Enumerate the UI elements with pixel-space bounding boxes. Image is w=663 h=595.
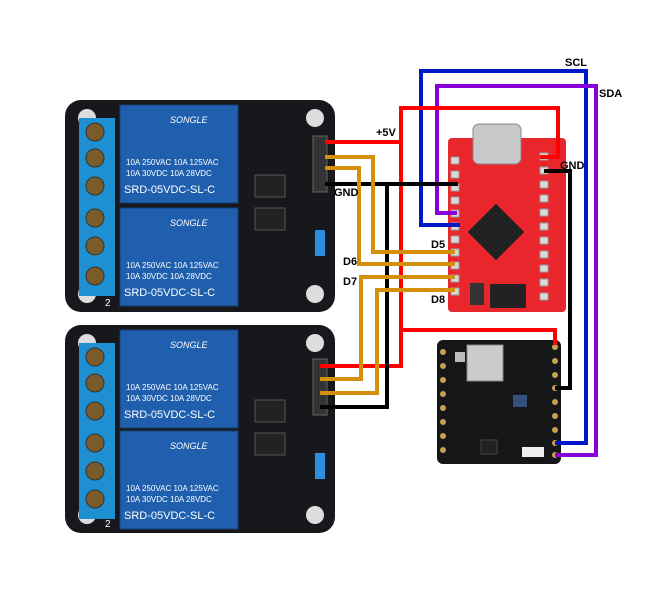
- wire-5v-bus: [399, 106, 560, 345]
- wire-gnd-sensor: [544, 169, 572, 390]
- screw-terminal-block: [79, 118, 115, 296]
- usb-c-connector: [472, 123, 522, 165]
- relay-rating: 10A 30VDC 10A 28VDC: [126, 495, 212, 504]
- screw-terminal-block: [79, 343, 115, 519]
- relay-rating: 10A 250VAC 10A 125VAC: [126, 484, 219, 493]
- wire-gnd-bottom-relay: [320, 184, 389, 409]
- wire-d5: [325, 155, 455, 254]
- relay-model: SRD-05VDC-SL-C: [124, 287, 215, 299]
- pro-micro-board: [448, 123, 566, 312]
- label-d5: D5: [431, 239, 445, 251]
- relay-brand: SONGLE: [170, 218, 209, 228]
- label-gnd-pro-micro: GND: [560, 160, 585, 172]
- relay-brand: SONGLE: [170, 340, 209, 350]
- board-number: 2: [105, 298, 111, 309]
- label-d7: D7: [343, 276, 357, 288]
- relay-rating: 10A 250VAC 10A 125VAC: [126, 383, 219, 392]
- relay-k2: SONGLE 10A 250VAC 10A 125VAC 10A 30VDC 1…: [119, 329, 239, 429]
- wire-scl: [419, 69, 588, 445]
- wire-labels: SCL SDA +5V GND GND D5 D6 D7 D8: [334, 57, 622, 306]
- label-sda: SDA: [599, 88, 622, 100]
- qwiic-connector: [522, 447, 544, 457]
- wire-d6: [325, 166, 455, 266]
- relay-rating: 10A 250VAC 10A 125VAC: [126, 158, 219, 167]
- label-d6: D6: [343, 256, 357, 268]
- relay-k1: SONGLE 10A 250VAC 10A 125VAC 10A 30VDC 1…: [119, 207, 239, 307]
- relay-rating: 10A 30VDC 10A 28VDC: [126, 169, 212, 178]
- relay-rating: 10A 30VDC 10A 28VDC: [126, 272, 212, 281]
- relay-model: SRD-05VDC-SL-C: [124, 409, 215, 421]
- screw-terminals: [85, 347, 105, 509]
- label-5v: +5V: [376, 127, 397, 139]
- relay-rating: 10A 30VDC 10A 28VDC: [126, 394, 212, 403]
- screw-terminals: [85, 122, 105, 286]
- relay-brand: SONGLE: [170, 115, 209, 125]
- wire-5v-bottom-relay: [320, 330, 403, 368]
- label-gnd-relay: GND: [334, 187, 359, 199]
- relay-module-bottom: SONGLE 10A 250VAC 10A 125VAC 10A 30VDC 1…: [65, 325, 335, 533]
- sensor-board: [437, 340, 561, 464]
- pin-header: [312, 358, 328, 416]
- relay-k2: SONGLE 10A 250VAC 10A 125VAC 10A 30VDC 1…: [119, 104, 239, 204]
- reset-button: [470, 283, 484, 305]
- board-number: 2: [105, 519, 111, 530]
- relay-module-top: SONGLE 10A 250VAC 10A 125VAC 10A 30VDC 1…: [65, 100, 335, 312]
- wifi-module: [466, 344, 504, 382]
- wire-d7: [320, 275, 455, 381]
- wire-sda: [435, 84, 598, 457]
- relay-k1: SONGLE 10A 250VAC 10A 125VAC 10A 30VDC 1…: [119, 430, 239, 530]
- wire-d8: [320, 288, 455, 395]
- relay-model: SRD-05VDC-SL-C: [124, 510, 215, 522]
- relay-brand: SONGLE: [170, 441, 209, 451]
- wires: [320, 69, 598, 457]
- relay-model: SRD-05VDC-SL-C: [124, 184, 215, 196]
- pin-header: [312, 135, 328, 193]
- label-scl: SCL: [565, 57, 587, 69]
- label-d8: D8: [431, 294, 445, 306]
- jumper: [315, 230, 325, 256]
- relay-rating: 10A 250VAC 10A 125VAC: [126, 261, 219, 270]
- jumper: [315, 453, 325, 479]
